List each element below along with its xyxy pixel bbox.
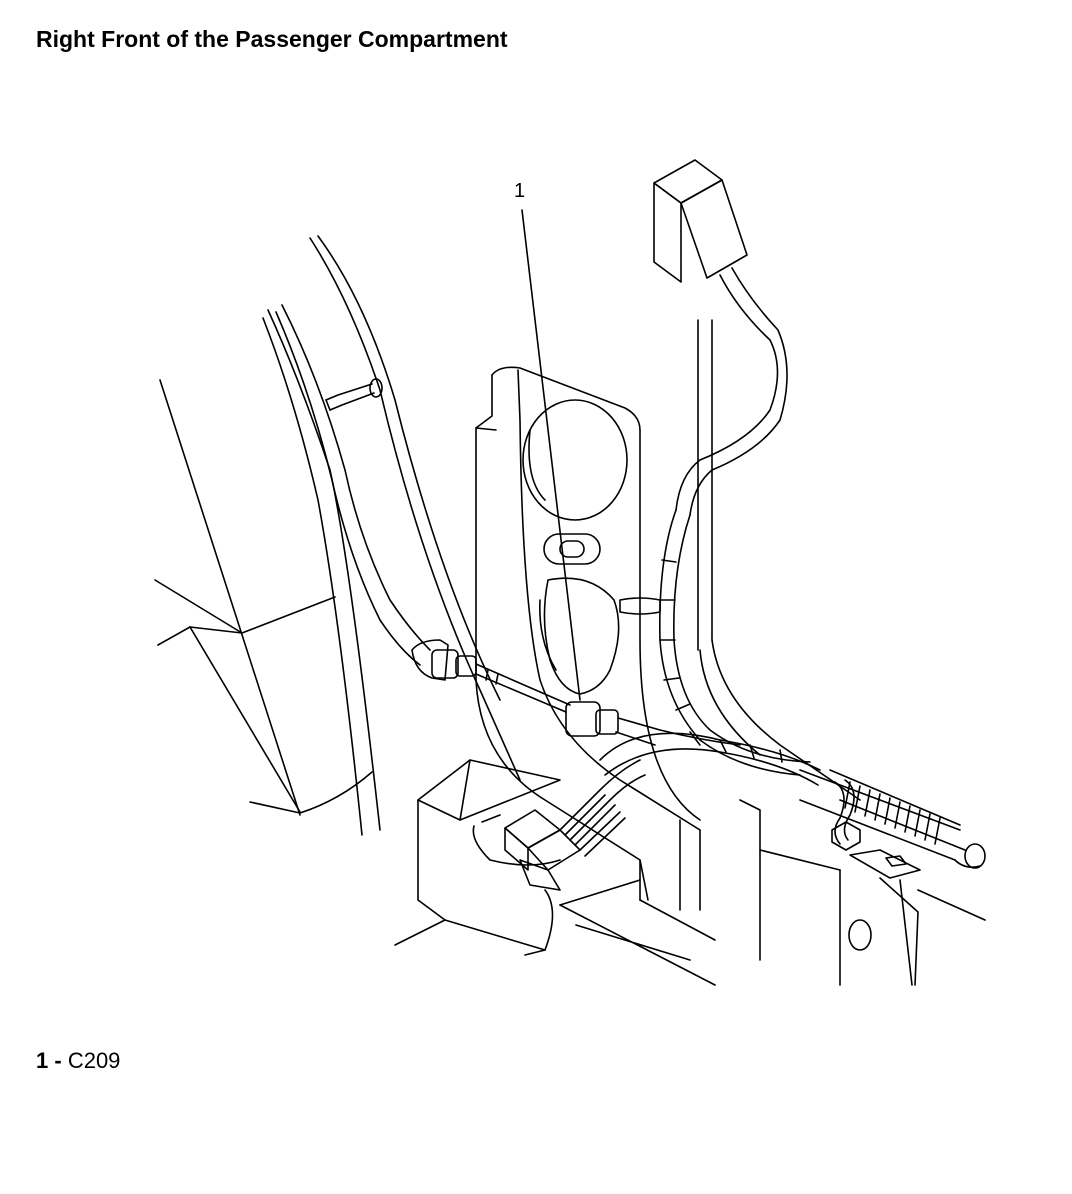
left-panel-edge bbox=[155, 380, 372, 815]
lower-connector bbox=[473, 760, 645, 890]
legend-entry-1: 1 - C209 bbox=[36, 1048, 120, 1074]
upper-connector bbox=[654, 160, 787, 515]
floor-panel bbox=[395, 760, 840, 985]
callout-1-label: 1 bbox=[514, 180, 526, 202]
legend-separator: - bbox=[54, 1048, 62, 1073]
bracket-bolt bbox=[832, 822, 985, 985]
a-pillar-trim bbox=[263, 236, 520, 835]
kick-panel bbox=[476, 367, 700, 900]
corrugated-conduit bbox=[800, 770, 985, 868]
wiring-harness bbox=[600, 510, 820, 785]
trim-fastener bbox=[326, 379, 382, 410]
inner-pillar bbox=[698, 320, 860, 800]
c209-connector bbox=[412, 640, 740, 745]
callout-1-leader bbox=[522, 210, 580, 700]
page-title: Right Front of the Passenger Compartment bbox=[36, 26, 508, 52]
legend-label: C209 bbox=[67, 1048, 121, 1073]
legend-number: 1 bbox=[36, 1048, 49, 1073]
